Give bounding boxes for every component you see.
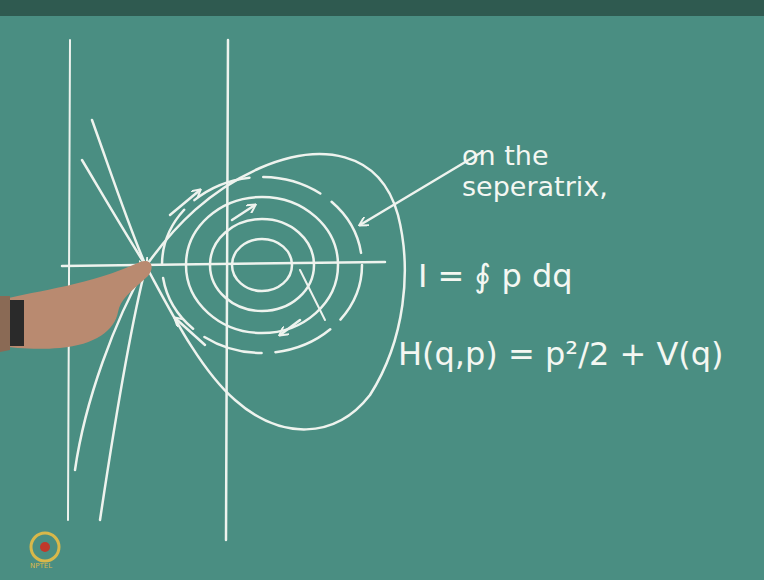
flow-arrow (232, 205, 255, 220)
nptel-logo (31, 533, 59, 561)
closed-orbit (232, 239, 292, 291)
flow-arrow (170, 190, 200, 215)
hamiltonian-formula: H(q,p) = p²/2 + V(q) (398, 336, 724, 373)
closed-orbit (186, 197, 338, 333)
logo-center (40, 542, 50, 552)
flow-arrow (280, 320, 300, 335)
potential-axis (68, 40, 70, 520)
q-axis (62, 262, 385, 266)
separatrix-loop (146, 154, 405, 429)
sleeve (0, 296, 10, 352)
closed-orbit (210, 219, 314, 311)
watermark: NPTEL (30, 562, 52, 570)
unstable-branch-upper (82, 160, 146, 266)
wristwatch (8, 300, 24, 346)
p-axis (226, 40, 228, 540)
logo-ring (31, 533, 59, 561)
flow-arrow (175, 318, 205, 345)
hand-skin (0, 261, 152, 349)
pointing-hand (0, 261, 152, 352)
radius-stroke (300, 270, 325, 320)
closed-orbit (162, 177, 362, 353)
action-formula: I = ∮ p dq (418, 258, 573, 295)
callout-note: on the seperatrix, (462, 140, 642, 202)
stable-branch (92, 120, 146, 266)
board-top-frame (0, 0, 764, 16)
